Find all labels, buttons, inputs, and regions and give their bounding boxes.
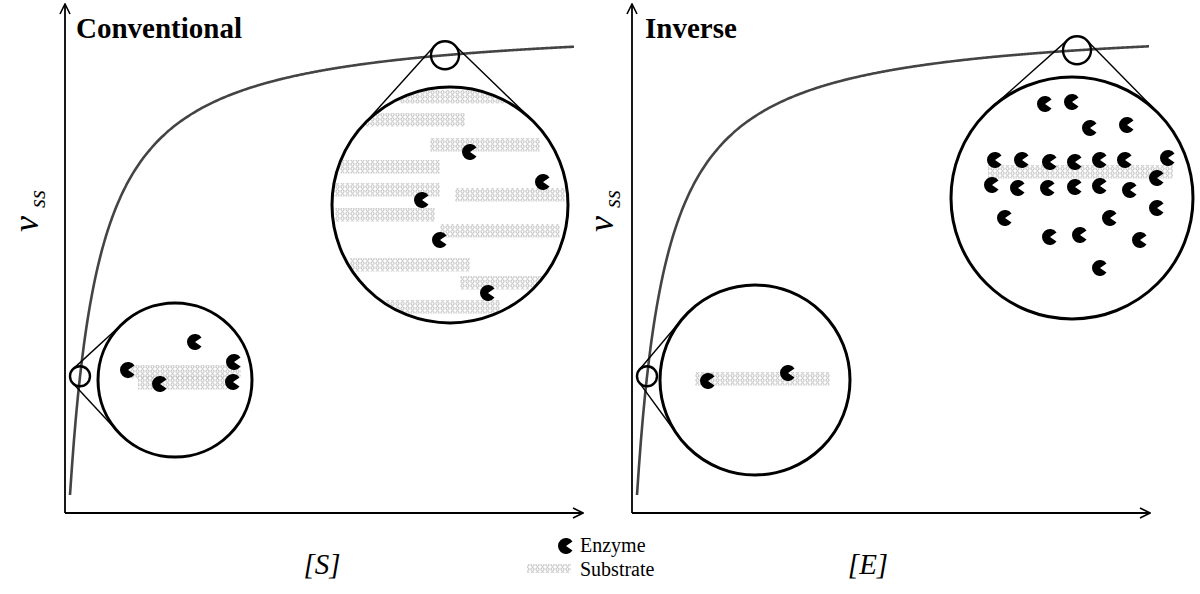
substrate-strand: [460, 276, 570, 290]
enzyme-symbol: [225, 374, 240, 390]
zoom-ground: [951, 77, 1193, 319]
enzyme-symbol: [1082, 120, 1097, 136]
zoom-content: [695, 365, 830, 389]
axis-label: v: [8, 216, 44, 232]
zoom-circle: [332, 87, 568, 323]
enzyme-symbol: [480, 285, 495, 301]
zoom-marker: [431, 41, 459, 69]
zoom-ground: [660, 285, 850, 475]
zoom-marker: [637, 366, 657, 386]
enzyme-symbol: [1122, 182, 1137, 198]
enzyme-symbol: [1040, 180, 1055, 196]
axis-label: v: [583, 216, 619, 232]
zoom-content: [984, 94, 1175, 276]
zoom-marker: [70, 366, 90, 386]
legend-text: Substrate: [580, 559, 654, 579]
substrate-strand: [350, 258, 470, 272]
substrate-strand: [335, 208, 435, 222]
saturation-curve: [70, 47, 574, 495]
axis-subscript: ss: [601, 190, 624, 208]
enzyme-symbol: [1132, 232, 1147, 248]
enzyme-symbol: [1092, 178, 1107, 194]
enzyme-symbol: [987, 152, 1002, 168]
enzyme-sample: [558, 538, 573, 554]
legend-text: Enzyme: [580, 535, 646, 555]
x-axis: [65, 512, 583, 514]
enzyme-symbol: [432, 232, 447, 248]
zoom-circle: [660, 285, 850, 475]
zoom-content: [120, 334, 241, 392]
panel-title: Conventional: [76, 14, 242, 43]
enzyme-symbol: [1117, 152, 1132, 168]
enzyme-symbol: [414, 192, 429, 208]
y-axis: [631, 4, 633, 513]
axis-label: [S]: [303, 550, 340, 579]
enzyme-symbol: [1119, 117, 1134, 133]
enzyme-symbol: [535, 174, 550, 190]
enzyme-symbol: [1042, 154, 1057, 170]
zoom-marker: [1063, 36, 1091, 64]
enzyme-symbol: [984, 177, 999, 193]
substrate-strand: [455, 188, 565, 202]
enzyme-symbol: [462, 144, 477, 160]
panel-title: Inverse: [645, 14, 737, 43]
substrate-strand: [430, 138, 540, 152]
enzyme-symbol: [1092, 152, 1107, 168]
enzyme-symbol: [1092, 260, 1107, 276]
enzyme-symbol: [1149, 170, 1164, 186]
substrate-strand: [440, 224, 560, 238]
enzyme-symbol: [1037, 96, 1052, 112]
zoom-circle: [951, 77, 1193, 319]
enzyme-symbol: [152, 376, 167, 392]
enzyme-symbol: [1072, 227, 1087, 243]
substrate-strand: [340, 160, 440, 174]
axis-subscript: ss: [26, 190, 49, 208]
y-axis: [64, 4, 66, 513]
x-axis: [632, 512, 1150, 514]
enzyme-symbol: [187, 334, 202, 350]
enzyme-symbol: [1014, 152, 1029, 168]
zoom-ground: [332, 87, 568, 323]
enzyme-symbol: [1102, 210, 1117, 226]
axis-label: [E]: [848, 550, 888, 579]
enzyme-symbol: [1067, 179, 1082, 195]
enzyme-symbol: [1042, 229, 1057, 245]
zoom-ground: [98, 303, 252, 457]
enzyme-symbol: [700, 373, 715, 389]
enzyme-symbol: [226, 354, 241, 370]
zoom-circle: [98, 303, 252, 457]
enzyme-symbol: [120, 362, 135, 378]
enzyme-symbol: [1064, 94, 1079, 110]
enzyme-symbol: [1067, 154, 1082, 170]
enzyme-symbol: [1149, 200, 1164, 216]
substrate-strand: [138, 376, 228, 390]
enzyme-symbol: [997, 210, 1012, 226]
enzyme-symbol: [780, 365, 795, 381]
enzyme-symbol: [1010, 180, 1025, 196]
substrate-sample: [527, 564, 571, 573]
substrate-strand: [695, 372, 830, 386]
enzyme-symbol: [1160, 150, 1175, 166]
